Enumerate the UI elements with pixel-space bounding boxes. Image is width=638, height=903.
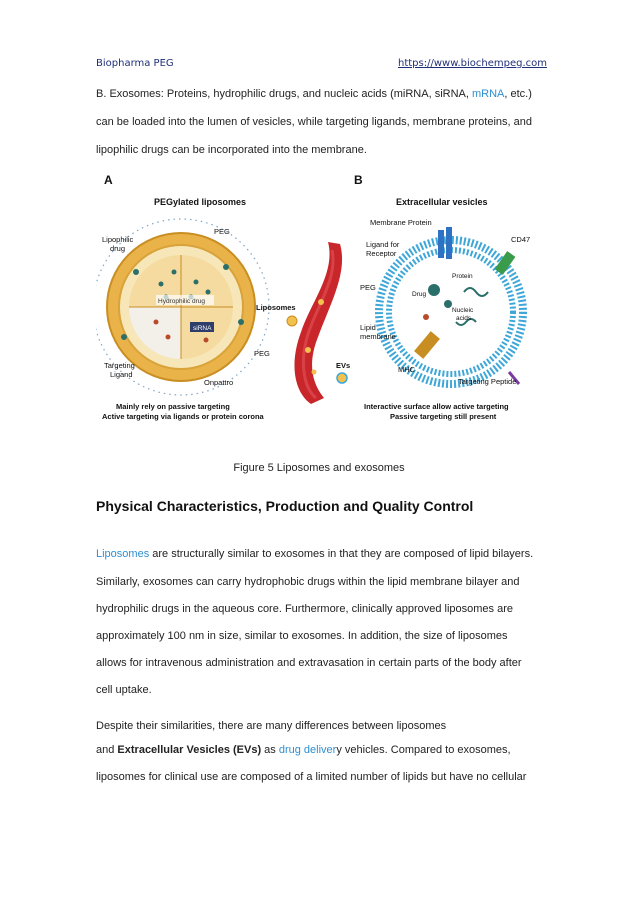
label-lipid-1: Lipid (360, 323, 376, 332)
panel-b-letter: B (354, 173, 363, 187)
label-lipophilic-2: drug (110, 244, 125, 253)
panel-b-note-2: Passive targeting still present (390, 412, 497, 421)
label-peg-b: PEG (360, 283, 376, 292)
label-nucleic-1: Nucleic (452, 307, 474, 314)
body1-line-1-text: are structurally similar to exosomes in … (149, 548, 534, 560)
intro-line-1: B. Exosomes: Proteins, hydrophilic drugs… (96, 88, 532, 100)
mrna-link[interactable]: mRNA (471, 88, 505, 100)
figure-illustration: A PEGylated liposomes B Extracellular ve… (92, 173, 530, 421)
label-lipophilic-1: Lipophilic (102, 235, 134, 244)
body1-line-3: hydrophilic drugs in the aqueous core. F… (96, 603, 513, 615)
header-site-name: Biopharma PEG (96, 58, 174, 69)
extracellular-vesicle-diagram (375, 227, 527, 388)
body2-line-3: liposomes for clinical use are composed … (96, 771, 527, 783)
intro-line-2: can be loaded into the lumen of vesicles… (96, 116, 532, 128)
panel-b-title: Extracellular vesicles (396, 197, 488, 207)
evs-bold-term: Extracellular Vesicles (EVs) (117, 744, 262, 756)
label-liposomes-center: Liposomes (256, 303, 296, 312)
label-targeting-peptide: Targeting Peptide (458, 377, 516, 386)
body1-line-6: cell uptake. (96, 684, 152, 696)
panel-a-title: PEGylated liposomes (154, 197, 246, 207)
body2-line-2-mid: as (261, 744, 279, 756)
body2-line-1: Despite their similarities, there are ma… (96, 720, 447, 732)
label-drug: Drug (412, 291, 426, 298)
body2-line-2: and Extracellular Vesicles (EVs) as drug… (96, 744, 511, 756)
label-onpattro: Onpattro (204, 378, 233, 387)
label-ligand-2: Receptor (366, 249, 397, 258)
figure-liposomes-exosomes: A PEGylated liposomes B Extracellular ve… (92, 172, 556, 434)
label-peg-top: PEG (214, 227, 230, 236)
intro-line-3: lipophilic drugs can be incorporated int… (96, 144, 367, 156)
label-targeting-2: Ligand (110, 370, 133, 379)
body2-line-2-post: y vehicles. Compared to exosomes, (336, 744, 511, 756)
panel-a-note-1: Mainly rely on passive targeting (116, 402, 230, 411)
body2-line-2-pre: and (96, 744, 118, 756)
label-lipid-2: membrane (360, 332, 396, 341)
label-evs-center: EVs (336, 361, 350, 370)
liposomes-link[interactable]: Liposomes (96, 548, 150, 560)
label-peg-bottom: PEG (254, 349, 270, 358)
panel-b-note-1: Interactive surface allow active targeti… (364, 402, 509, 411)
panel-a-note-2: Active targeting via ligands or protein … (102, 412, 265, 421)
header-url-link[interactable]: https://www.biochempeg.com (398, 58, 547, 69)
panel-a-letter: A (104, 173, 113, 187)
body1-line-5: allows for intravenous administration an… (96, 657, 522, 669)
body1-line-4: approximately 100 nm in size, similar to… (96, 630, 508, 642)
label-nucleic-2: acids (456, 315, 472, 322)
blood-vessel-illustration (294, 242, 343, 404)
label-targeting-1: Targeting (104, 361, 135, 370)
intro-text: B. Exosomes: Proteins, hydrophilic drugs… (96, 88, 472, 100)
section-heading: Physical Characteristics, Production and… (96, 498, 474, 514)
body1-line-1: Liposomes are structurally similar to ex… (96, 548, 533, 560)
label-protein: Protein (452, 273, 473, 280)
label-ligand-1: Ligand for (366, 240, 400, 249)
drug-delivery-link[interactable]: drug deliver (278, 744, 337, 756)
label-hydrophilic-drug: Hydrophilic drug (158, 298, 205, 305)
pegylated-liposome-diagram (92, 218, 270, 396)
label-sirna: siRNA (193, 325, 212, 332)
figure-caption: Figure 5 Liposomes and exosomes (233, 462, 405, 474)
label-cd47: CD47 (511, 235, 530, 244)
label-mhc: MHC (398, 365, 416, 374)
body1-line-2: Similarly, exosomes can carry hydrophobi… (96, 576, 520, 588)
label-membrane-protein: Membrane Protein (370, 218, 432, 227)
intro-text-suffix: , etc.) (504, 88, 532, 100)
